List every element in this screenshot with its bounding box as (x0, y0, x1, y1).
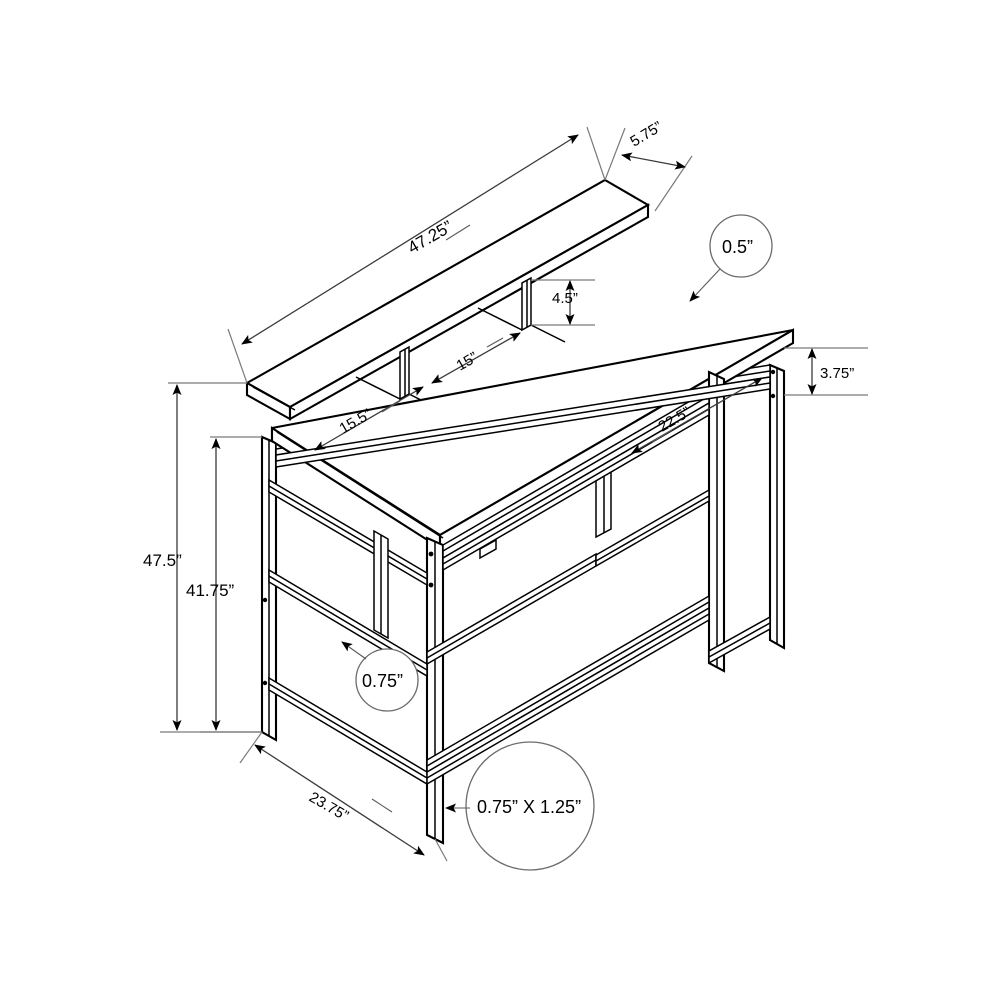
balloon-label-tube-thickness: 0.75” (362, 671, 403, 691)
dim-label-riser-height: 4.5” (552, 290, 578, 307)
balloon-circle-tube-thickness (355, 648, 419, 712)
dim-desk-depth (239, 731, 448, 862)
side-rail-right (708, 615, 771, 665)
callout-leg-profile (445, 741, 595, 871)
dim-hutch-depth (604, 127, 693, 212)
dim-desktop-front (631, 377, 763, 454)
dim-desktop-rear (314, 386, 424, 451)
shelf-rail-right (595, 488, 710, 568)
dim-label-hutch-depth: 5.75” (627, 118, 665, 150)
dim-apron-height (784, 347, 868, 396)
leg-front-right (707, 370, 726, 673)
leg-front-left (425, 536, 445, 845)
dim-riser-spacing (431, 332, 521, 384)
dim-label-desk-depth: 23.75” (306, 789, 351, 825)
balloon-label-panel-thickness: 0.5” (722, 237, 753, 257)
dim-label-hutch-length: 47.25” (405, 217, 457, 258)
dim-hutch-length (227, 126, 606, 384)
cross-brace (426, 552, 597, 666)
dim-top-height (200, 436, 262, 733)
leg-rear-right (768, 363, 786, 650)
balloon-circle-leg-profile (465, 741, 595, 871)
side-frame-divider (373, 529, 389, 640)
callout-panel-thickness (689, 214, 773, 302)
dim-riser-height (531, 279, 595, 326)
callout-tube-thickness (341, 641, 419, 712)
balloon-circle-panel-thickness (709, 214, 773, 278)
dim-label-overall-height: 47.5” (143, 551, 182, 570)
dim-label-top-height: 41.75” (186, 581, 235, 600)
bottom-shelf-rail (426, 594, 710, 786)
balloon-label-leg-profile: 0.75” X 1.25” (477, 797, 581, 817)
dim-label-riser-spacing: 15” (454, 349, 481, 375)
dim-label-apron-height: 3.75” (820, 365, 854, 382)
